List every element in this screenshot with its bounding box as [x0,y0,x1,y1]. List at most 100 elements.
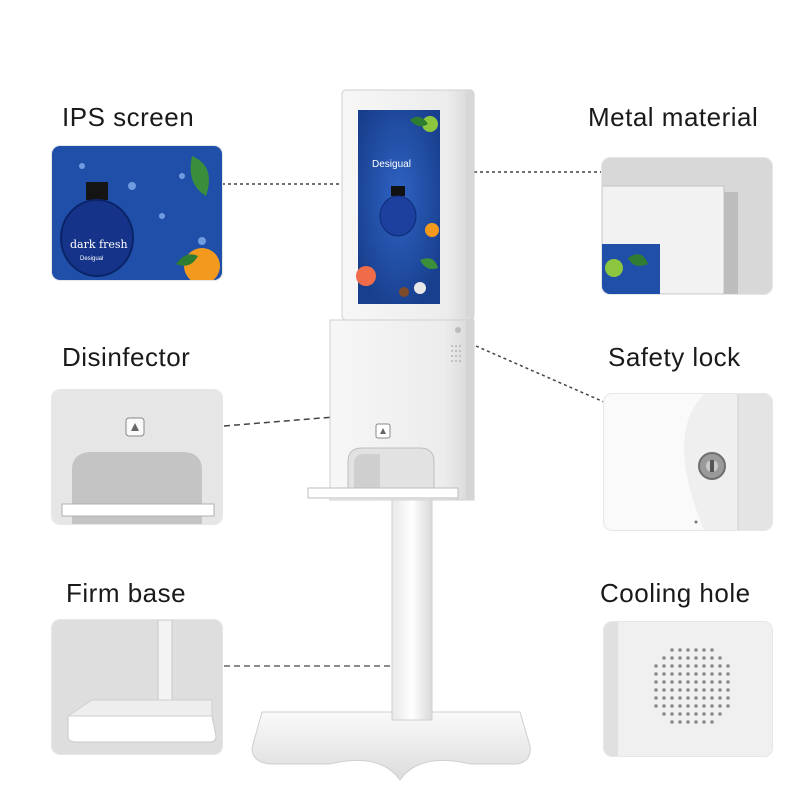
cooling-hole-dot [718,688,722,692]
cooling-hole-dot [718,680,722,684]
cooling-hole-dot [702,680,706,684]
drip-tray [307,487,459,499]
cooling-hole-dot [718,712,722,716]
cooling-hole-dot [694,720,698,724]
cooling-hole-dot [710,696,714,700]
cooling-hole-dot [702,704,706,708]
cooling-hole-dot [710,656,714,660]
cooling-hole-dot [654,672,658,676]
cooling-hole-dot [694,696,698,700]
thumb-ips-screen: dark fresh Desigual [52,146,222,280]
device-cooling-grille [451,345,461,362]
thumb-firm-base [52,620,222,754]
cooling-hole-dot [686,720,690,724]
thumb-metal-material [602,158,772,294]
feature-label-firm-base: Firm base [66,578,187,608]
cooling-hole-dot [654,664,658,668]
device-base [251,711,531,781]
cooling-hole-dot [694,712,698,716]
thumb-leaf [190,156,209,196]
cooling-hole-dot [662,672,666,676]
cooling-hole-dot [718,704,722,708]
thumb-safety-lock [604,394,772,530]
cooling-hole-dot [702,720,706,724]
cooling-hole-dot [662,696,666,700]
cooling-hole-dot [686,712,690,716]
thumb-product-sub: Desigual [80,256,103,262]
cooling-hole-dot [702,656,706,660]
thumb-cooling-grille [654,648,730,724]
cooling-hole-dot [670,704,674,708]
cooling-hole-dot [678,688,682,692]
cooling-hole-dot [686,688,690,692]
cooling-hole-dot [718,656,722,660]
cooling-hole-dot [678,720,682,724]
cooling-hole-dot [670,688,674,692]
screen-bottle-cap [391,186,405,196]
feature-label-metal-material: Metal material [588,102,759,132]
thumb-product-text: dark fresh [70,238,128,251]
cooling-hole-dot [678,664,682,668]
cooling-hole-dot [694,680,698,684]
cooling-hole-dot [702,672,706,676]
cooling-hole-dot [662,688,666,692]
callout-line-disinfector [223,415,347,427]
cooling-hole-dot [678,680,682,684]
cooling-hole-dot [718,672,722,676]
cooling-hole-dot [718,664,722,668]
cooling-hole-dot [710,712,714,716]
cooling-hole-dot [726,672,730,676]
feature-label-safety-lock: Safety lock [608,342,741,372]
cooling-hole-dot [670,712,674,716]
cooling-hole-dot [726,688,730,692]
screen-bottle [379,195,417,237]
cooling-hole-dot [710,664,714,668]
cooling-hole-dot [662,680,666,684]
cooling-hole-dot [670,720,674,724]
cooling-hole-dot [702,648,706,652]
cooling-hole-dot [662,664,666,668]
cooling-hole-dot [718,696,722,700]
cooling-hole-dot [654,688,658,692]
cooling-hole-dot [686,648,690,652]
feature-label-ips-screen: IPS screen [62,102,195,132]
feature-label-cooling-hole: Cooling hole [600,578,751,608]
cooling-hole-dot [678,648,682,652]
cooling-hole-dot [726,664,730,668]
cooling-hole-dot [726,680,730,684]
cooling-hole-dot [694,704,698,708]
cooling-hole-dot [702,712,706,716]
cooling-hole-dot [654,696,658,700]
cooling-hole-dot [678,696,682,700]
cooling-hole-dot [710,704,714,708]
cooling-hole-dot [710,672,714,676]
cooling-hole-dot [686,672,690,676]
thumb-bottle-cap [86,182,108,200]
cooling-hole-dot [710,688,714,692]
cooling-hole-dot [694,648,698,652]
cooling-hole-dot [702,664,706,668]
cooling-hole-dot [670,680,674,684]
cooling-hole-dot [710,648,714,652]
cooling-hole-dot [694,656,698,660]
device-lock [455,327,461,333]
cooling-hole-dot [662,656,666,660]
callout-line-safety-lock [475,345,605,403]
cooling-hole-dot [686,680,690,684]
cooling-hole-dot [662,704,666,708]
cooling-hole-dot [702,688,706,692]
cooling-hole-dot [702,696,706,700]
cooling-hole-dot [686,704,690,708]
thumb-bottle [60,199,134,277]
cooling-hole-dot [678,656,682,660]
cooling-hole-dot [670,664,674,668]
feature-label-disinfector: Disinfector [62,342,191,372]
thumb-base-plate [67,715,217,743]
cooling-hole-dot [678,712,682,716]
thumb-disinfector [52,390,222,524]
cooling-hole-dot [710,680,714,684]
cooling-hole-dot [662,712,666,716]
